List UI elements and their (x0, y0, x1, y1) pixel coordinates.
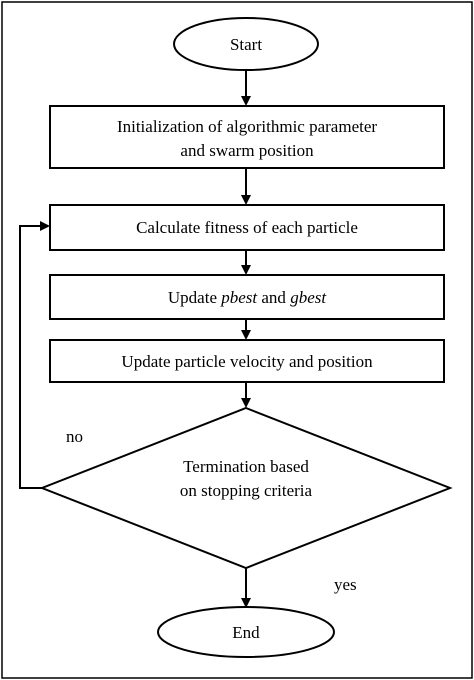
yes-edge-label: yes (334, 575, 357, 594)
fitness-process-box (49, 204, 445, 251)
arrow-no-loop-to-fitness (19, 221, 50, 489)
init-label-line2: and swarm position (180, 141, 314, 160)
init-label-line1: Initialization of algorithmic parameter (117, 117, 377, 136)
pbest-term: pbest (220, 288, 258, 307)
decision-label-line2: on stopping criteria (180, 481, 313, 500)
end-terminal (157, 606, 335, 658)
update-best-and: and (257, 288, 290, 307)
end-label: End (232, 623, 260, 642)
start-label: Start (230, 35, 262, 54)
update-best-prefix: Update (168, 288, 221, 307)
update-velocity-process-box (49, 339, 445, 383)
gbest-term: gbest (290, 288, 327, 307)
update-velocity-label: Update particle velocity and position (121, 352, 373, 371)
init-process-box (49, 105, 445, 169)
fitness-label: Calculate fitness of each particle (136, 218, 358, 237)
update-best-label: Update pbest and gbest (168, 288, 327, 307)
decision-label-line1: Termination based (183, 457, 309, 476)
no-edge-label: no (66, 427, 83, 446)
